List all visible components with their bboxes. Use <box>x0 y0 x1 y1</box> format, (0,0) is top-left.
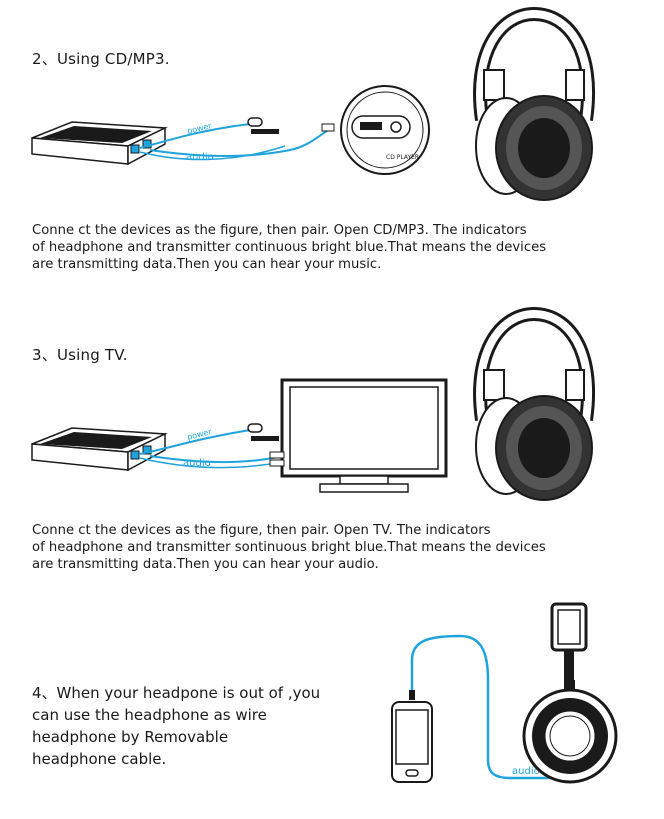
headphone-side-illustration <box>522 602 618 784</box>
section-2-text: Conne ct the devices as the figure, then… <box>32 223 547 272</box>
audio-cable-label: audio <box>186 152 214 163</box>
audio-cable-label: audio <box>183 458 211 469</box>
headphones-illustration <box>473 6 596 201</box>
tv-illustration <box>280 378 448 493</box>
cd-player-label: CD PLAYER <box>386 154 420 161</box>
section-2-heading: 2、Using CD/MP3. <box>32 50 170 68</box>
transmitter-illustration <box>31 121 168 166</box>
section-3-text: Conne ct the devices as the figure, then… <box>32 523 546 572</box>
headphones-illustration <box>473 306 596 501</box>
audio-cable-label: audio <box>512 766 540 777</box>
section-3-heading: 3、Using TV. <box>32 346 128 364</box>
cd-player-illustration <box>340 85 430 175</box>
phone-illustration <box>391 701 433 783</box>
transmitter-illustration <box>31 427 168 472</box>
section-4-text: 4、When your headpone is out of ,you can … <box>32 684 321 768</box>
